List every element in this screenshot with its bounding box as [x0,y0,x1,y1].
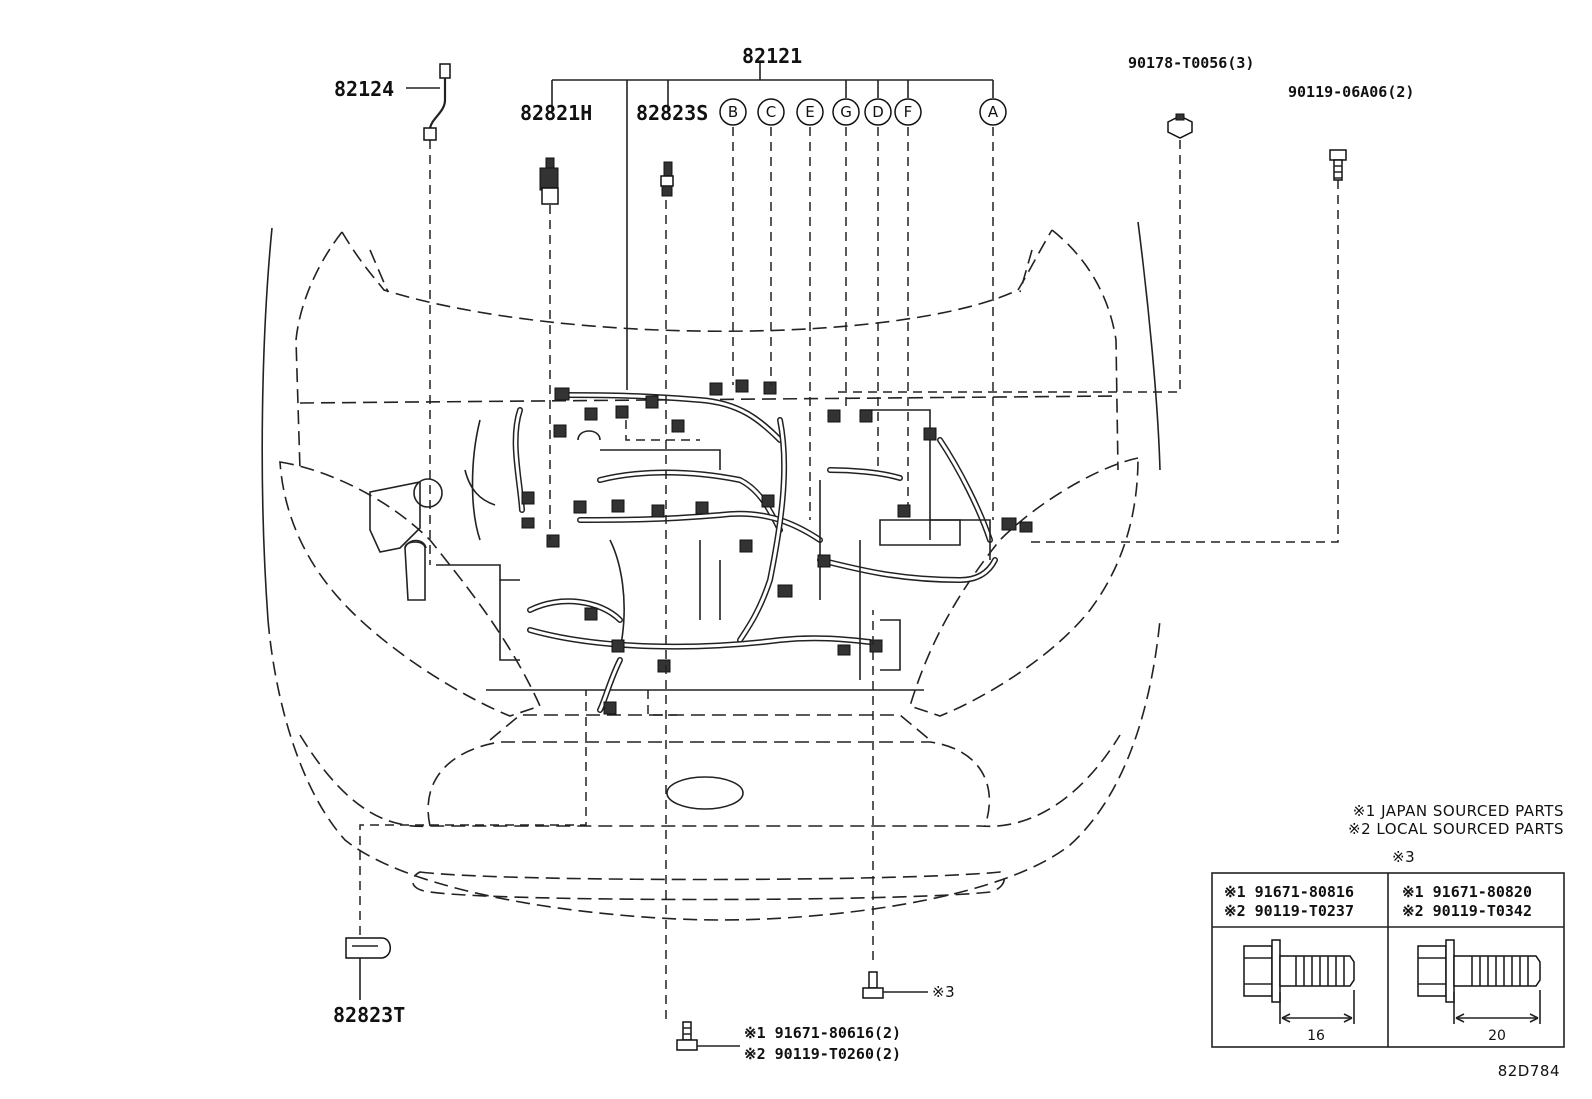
bolt-top-right-icon [1329,149,1347,181]
bolt-note3-icon [862,971,928,999]
note3-table: ※3 ※1 91671-80816 ※2 90119-T0237 ※1 9167… [1211,848,1565,1048]
branch-label: E [805,103,814,121]
branch-label: D [872,103,884,121]
part-number-90119-06a06: 90119-06A06(2) [1288,83,1414,101]
connector-82823t-icon [345,937,391,1000]
harness-bracket [551,63,994,520]
branch-marker: F [894,98,922,126]
engine-bay-harness [369,379,1033,715]
table-col2-local-number: ※2 90119-T0342 [1402,902,1532,920]
branch-marker: G [832,98,860,126]
branch-label: F [904,103,913,121]
table-title: ※3 [1392,848,1415,866]
bolt-bottom-icon [676,1021,740,1051]
connector-82823s-icon [660,161,674,197]
legend-japan-sourced: ※1 JAPAN SOURCED PARTS [1353,802,1564,820]
table-col1-japan-number: ※1 91671-80816 [1224,883,1354,901]
sensor-lead-icon [406,63,451,141]
bolt-bottom-local-number: ※2 90119-T0260(2) [744,1045,901,1063]
branch-marker: B [719,98,747,126]
note3-callout: ※3 [932,983,955,1001]
table-col2-japan-number: ※1 91671-80820 [1402,883,1532,901]
branch-marker: A [979,98,1007,126]
branch-marker: E [796,98,824,126]
leader-lines [359,140,1339,1020]
branch-label: G [840,103,852,121]
table-col1-local-number: ※2 90119-T0237 [1224,902,1354,920]
part-number-82823t: 82823T [333,1003,405,1027]
harness-part-number: 82121 [742,44,802,68]
figure-code: 82D784 [1498,1062,1560,1080]
bolt-20-dimension: 20 [1488,1028,1506,1044]
bolt-bottom-japan-number: ※1 91671-80616(2) [744,1024,901,1042]
part-number-90178-t0056: 90178-T0056(3) [1128,54,1254,72]
bolt-16-icon [1243,939,1355,1024]
branch-marker: C [757,98,785,126]
branch-marker: D [864,98,892,126]
part-number-82821h: 82821H [520,101,592,125]
branch-markers: B C E G D F A [719,98,1007,126]
nut-icon [1167,113,1193,139]
bolt-20-icon [1417,939,1541,1024]
bolt-16-dimension: 16 [1307,1028,1325,1044]
part-number-82823s: 82823S [636,101,708,125]
part-number-82124: 82124 [334,77,394,101]
legend-local-sourced: ※2 LOCAL SOURCED PARTS [1348,820,1564,838]
branch-label: C [766,103,776,121]
vehicle-front-outline [261,221,1161,921]
connector-82821h-icon [539,157,559,205]
branch-label: B [728,103,738,121]
branch-label: A [988,103,999,121]
